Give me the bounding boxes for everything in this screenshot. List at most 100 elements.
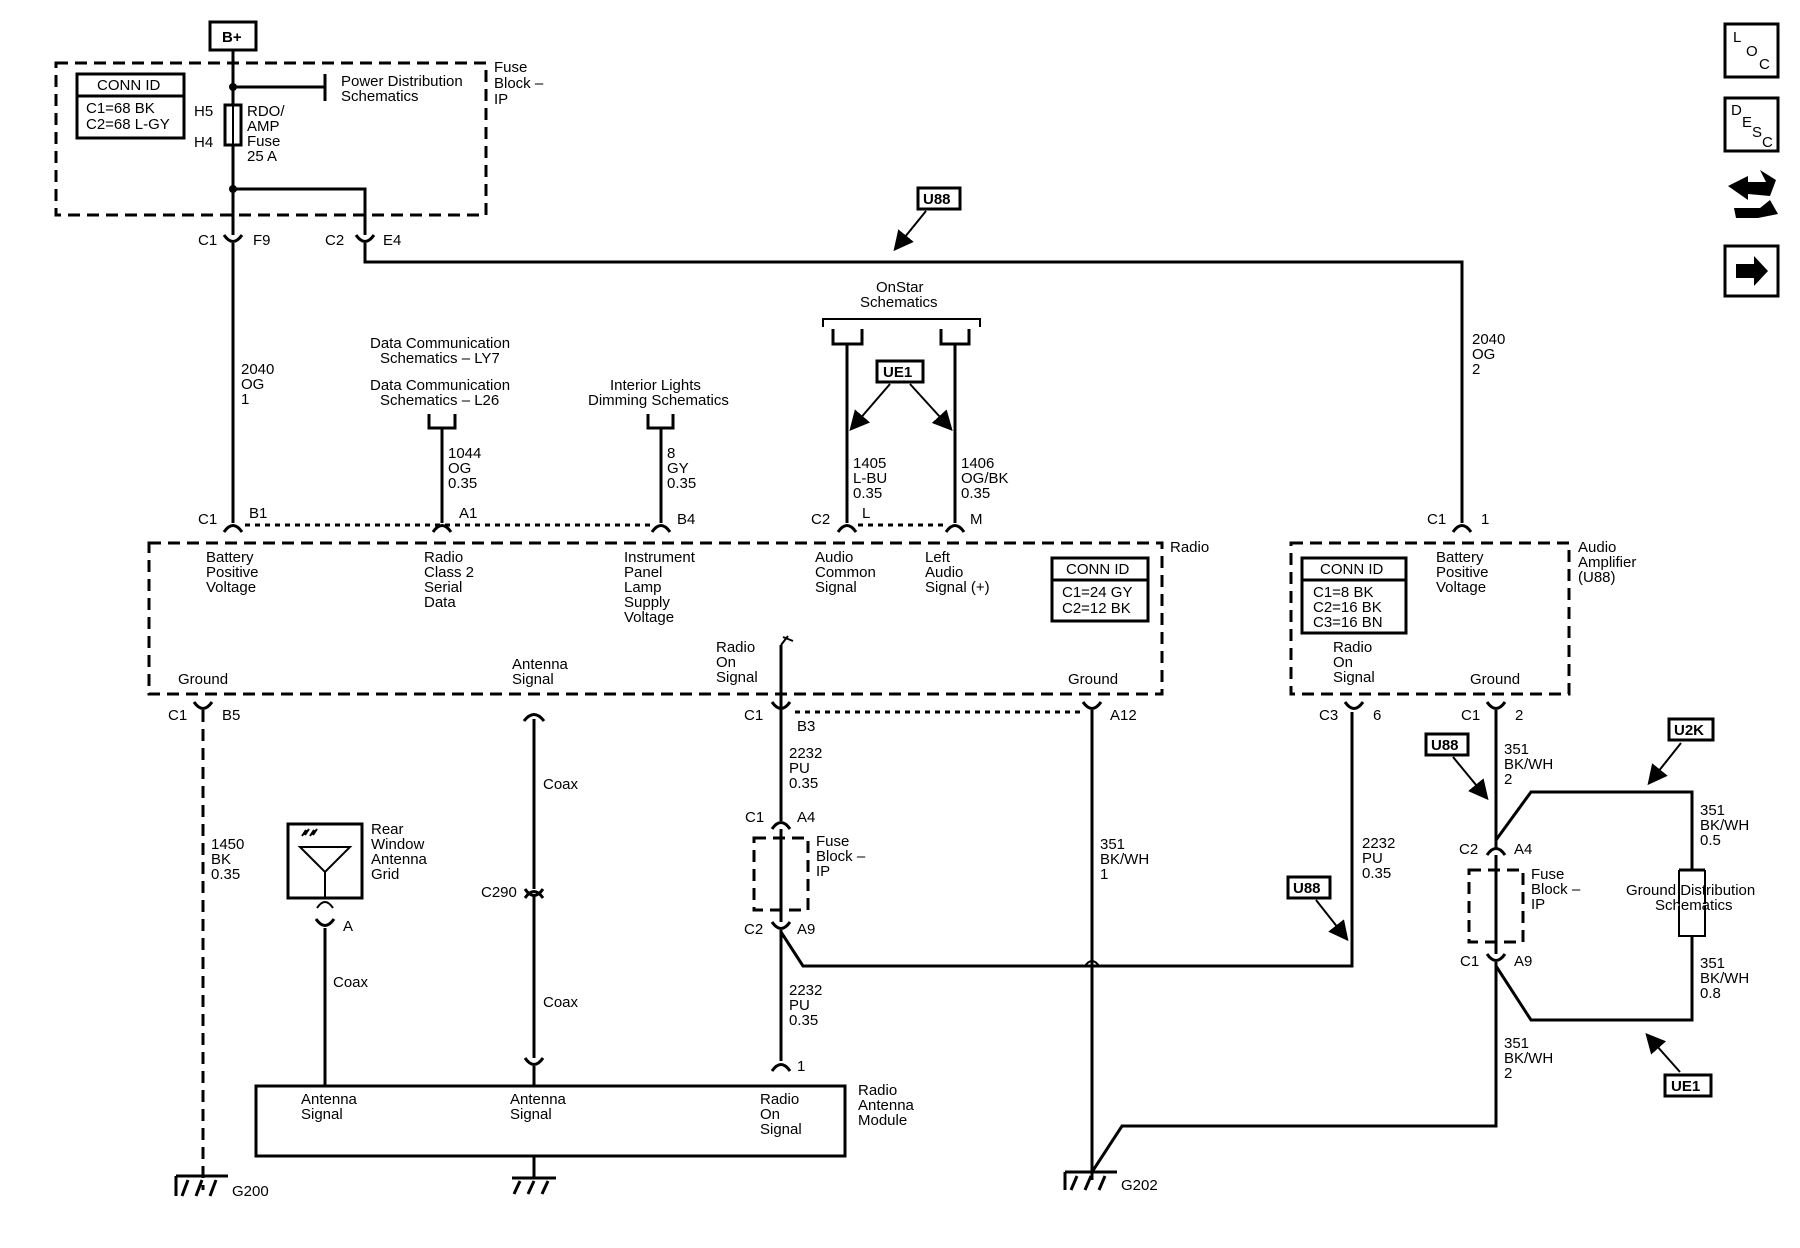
svg-text:C: C <box>1762 134 1773 151</box>
svg-text:C3: C3 <box>1319 707 1338 724</box>
svg-text:C2: C2 <box>325 232 344 249</box>
radio-outline <box>147 541 1164 696</box>
svg-text:Fuse: Fuse <box>1531 866 1564 883</box>
svg-text:BK/WH: BK/WH <box>1504 1050 1553 1067</box>
svg-text:C1: C1 <box>198 511 217 528</box>
svg-text:Battery: Battery <box>1436 549 1484 566</box>
svg-text:Signal: Signal <box>510 1106 552 1123</box>
svg-text:H4: H4 <box>194 134 213 151</box>
wire-351-08-label: 351 BK/WH 0.8 <box>1700 955 1749 1002</box>
svg-text:OG: OG <box>241 376 264 393</box>
svg-text:C1: C1 <box>1427 511 1446 528</box>
radio-on-signal-switch: Radio On Signal C1 B3 <box>716 635 815 735</box>
interior-lights-ref: Interior Lights Dimming Schematics 8 GY … <box>588 377 729 523</box>
svg-text:8: 8 <box>667 445 675 462</box>
svg-text:U88: U88 <box>1293 880 1321 897</box>
svg-text:PU: PU <box>789 760 810 777</box>
svg-text:Antenna: Antenna <box>858 1097 915 1114</box>
next-page-button[interactable] <box>1723 244 1780 298</box>
svg-text:On: On <box>760 1106 780 1123</box>
svg-text:Audio: Audio <box>1578 539 1616 556</box>
svg-text:0.8: 0.8 <box>1700 985 1721 1002</box>
wire-2232-amp-label: 2232 PU 0.35 <box>1362 835 1395 882</box>
svg-text:UE1: UE1 <box>883 364 912 381</box>
svg-text:M: M <box>970 511 983 528</box>
svg-text:Lamp: Lamp <box>624 579 662 596</box>
svg-text:E4: E4 <box>383 232 401 249</box>
svg-text:Positive: Positive <box>1436 564 1489 581</box>
svg-text:L: L <box>1733 29 1741 46</box>
svg-text:Antenna: Antenna <box>371 851 428 868</box>
svg-text:2232: 2232 <box>789 982 822 999</box>
radio-antenna-module <box>254 1084 847 1158</box>
svg-text:F9: F9 <box>253 232 271 249</box>
svg-text:1044: 1044 <box>448 445 481 462</box>
svg-text:0.35: 0.35 <box>211 866 240 883</box>
radio-pin-b4: B4 Instrument Panel Lamp Supply Voltage <box>624 511 696 626</box>
svg-text:351: 351 <box>1100 836 1125 853</box>
svg-text:PU: PU <box>789 997 810 1014</box>
svg-text:Data: Data <box>424 594 456 611</box>
loc-button[interactable]: L O C <box>1723 22 1780 79</box>
svg-text:E: E <box>1742 114 1752 131</box>
svg-text:C1=68 BK: C1=68 BK <box>86 100 155 117</box>
svg-text:C1: C1 <box>198 232 217 249</box>
radio-name: Radio <box>1170 539 1209 556</box>
svg-text:2: 2 <box>1504 1065 1512 1082</box>
svg-text:RDO/: RDO/ <box>247 103 285 120</box>
svg-text:PU: PU <box>1362 850 1383 867</box>
svg-text:G200: G200 <box>232 1183 269 1200</box>
svg-text:2040: 2040 <box>241 361 274 378</box>
svg-text:Serial: Serial <box>424 579 462 596</box>
wire-crossover <box>1084 960 1100 967</box>
svg-text:H5: H5 <box>194 103 213 120</box>
svg-text:C2: C2 <box>744 921 763 938</box>
schematic-flow-icon[interactable] <box>1728 170 1778 218</box>
svg-text:C1=24 GY: C1=24 GY <box>1062 584 1132 601</box>
svg-text:C1: C1 <box>1460 953 1479 970</box>
power-distribution-ref: Power Distribution Schematics <box>233 73 463 105</box>
svg-text:1450: 1450 <box>211 836 244 853</box>
svg-text:IP: IP <box>494 91 508 108</box>
svg-text:C290: C290 <box>481 884 517 901</box>
radio-on-to-amplifier <box>779 712 1354 968</box>
wire-351-05-label: 351 BK/WH 0.5 <box>1700 802 1749 849</box>
svg-text:A12: A12 <box>1110 707 1137 724</box>
svg-text:Positive: Positive <box>206 564 259 581</box>
ground-g202: G202 <box>1063 1170 1158 1194</box>
svg-text:Radio: Radio <box>858 1082 897 1099</box>
wire-351-2b-label: 351 BK/WH 2 <box>1504 1035 1553 1082</box>
svg-text:U88: U88 <box>923 191 951 208</box>
desc-button[interactable]: D E S C <box>1723 96 1780 153</box>
svg-text:Voltage: Voltage <box>206 579 256 596</box>
module-ground <box>512 1156 556 1195</box>
svg-text:Class 2: Class 2 <box>424 564 474 581</box>
battery-source: B+ <box>208 20 258 52</box>
fuse-split-wire <box>233 187 367 235</box>
svg-text:OG: OG <box>1472 346 1495 363</box>
wire-2040-2 <box>363 243 1464 523</box>
connector-c1-f9: C1 F9 <box>198 232 271 249</box>
radio-antenna-module-name: Radio Antenna Module <box>858 1082 915 1129</box>
svg-text:IP: IP <box>1531 896 1545 913</box>
svg-text:BK/WH: BK/WH <box>1504 756 1553 773</box>
svg-text:Common: Common <box>815 564 876 581</box>
svg-text:1: 1 <box>1100 866 1108 883</box>
svg-text:GY: GY <box>667 460 689 477</box>
radio-pin-m: M Left Audio Signal (+) <box>925 511 990 596</box>
svg-text:C: C <box>1759 56 1770 73</box>
svg-text:OnStar: OnStar <box>876 279 924 296</box>
svg-text:1: 1 <box>797 1058 805 1075</box>
svg-text:UE1: UE1 <box>1671 1078 1700 1095</box>
svg-text:1: 1 <box>1481 511 1489 528</box>
connector-c2-e4: C2 E4 <box>325 232 401 249</box>
svg-text:0.35: 0.35 <box>789 775 818 792</box>
svg-text:Schematics: Schematics <box>860 294 938 311</box>
svg-text:C2=12 BK: C2=12 BK <box>1062 600 1131 617</box>
radio-conn-id: CONN ID C1=24 GY C2=12 BK <box>1050 556 1150 623</box>
svg-text:Schematics – L26: Schematics – L26 <box>380 392 499 409</box>
radio-antenna-signal: Antenna Signal <box>512 656 569 722</box>
svg-text:Signal: Signal <box>760 1121 802 1138</box>
amplifier-ground: Ground C1 2 <box>1461 671 1523 724</box>
